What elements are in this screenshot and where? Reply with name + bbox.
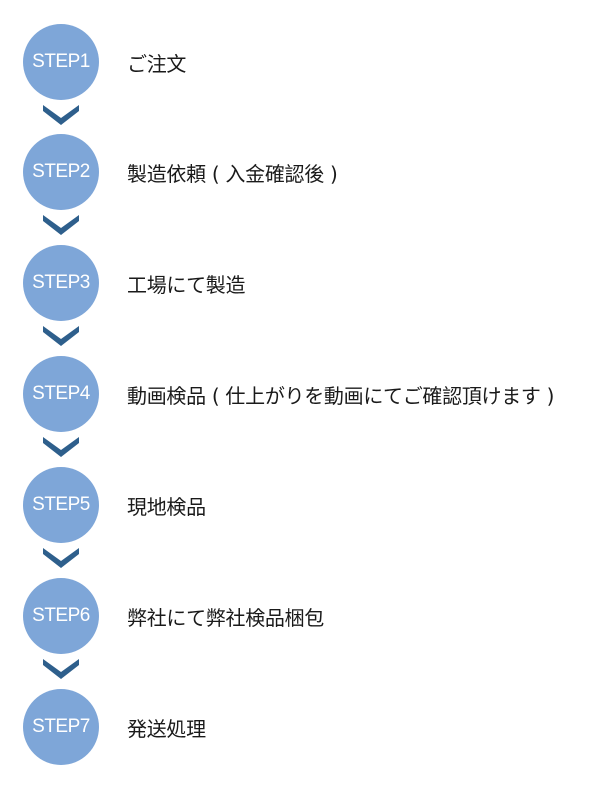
chevron-down-icon	[43, 437, 79, 457]
step-label: 発送処理	[127, 717, 206, 741]
step-badge: STEP5	[23, 467, 99, 543]
chevron-down-icon	[43, 105, 79, 125]
step-badge: STEP4	[23, 356, 99, 432]
step-badge: STEP1	[23, 24, 99, 100]
step-badge-label: STEP1	[32, 51, 90, 72]
step-badge-label: STEP6	[32, 605, 90, 626]
step-badge: STEP7	[23, 689, 99, 765]
step-label: 製造依頼 ( 入金確認後 )	[127, 162, 338, 186]
chevron-down-icon	[43, 659, 79, 679]
step-6: STEP6 弊社にて弊社検品梱包	[0, 576, 600, 656]
step-3: STEP3 工場にて製造	[0, 243, 600, 323]
step-badge-label: STEP7	[32, 716, 90, 737]
step-label: 工場にて製造	[127, 273, 246, 297]
step-badge: STEP3	[23, 245, 99, 321]
step-badge: STEP6	[23, 578, 99, 654]
step-badge: STEP2	[23, 134, 99, 210]
step-4: STEP4 動画検品 ( 仕上がりを動画にてご確認頂けます )	[0, 354, 600, 434]
chevron-down-icon	[43, 548, 79, 568]
step-label: ご注文	[127, 52, 187, 76]
step-badge-label: STEP4	[32, 383, 90, 404]
step-5: STEP5 現地検品	[0, 465, 600, 545]
step-7: STEP7 発送処理	[0, 687, 600, 767]
step-badge-label: STEP5	[32, 494, 90, 515]
step-label: 弊社にて弊社検品梱包	[127, 606, 324, 630]
step-label: 動画検品 ( 仕上がりを動画にてご確認頂けます )	[127, 384, 555, 408]
chevron-down-icon	[43, 326, 79, 346]
step-badge-label: STEP2	[32, 161, 90, 182]
step-label: 現地検品	[127, 495, 206, 519]
step-2: STEP2 製造依頼 ( 入金確認後 )	[0, 132, 600, 212]
step-badge-label: STEP3	[32, 272, 90, 293]
chevron-down-icon	[43, 215, 79, 235]
step-1: STEP1 ご注文	[0, 22, 600, 102]
